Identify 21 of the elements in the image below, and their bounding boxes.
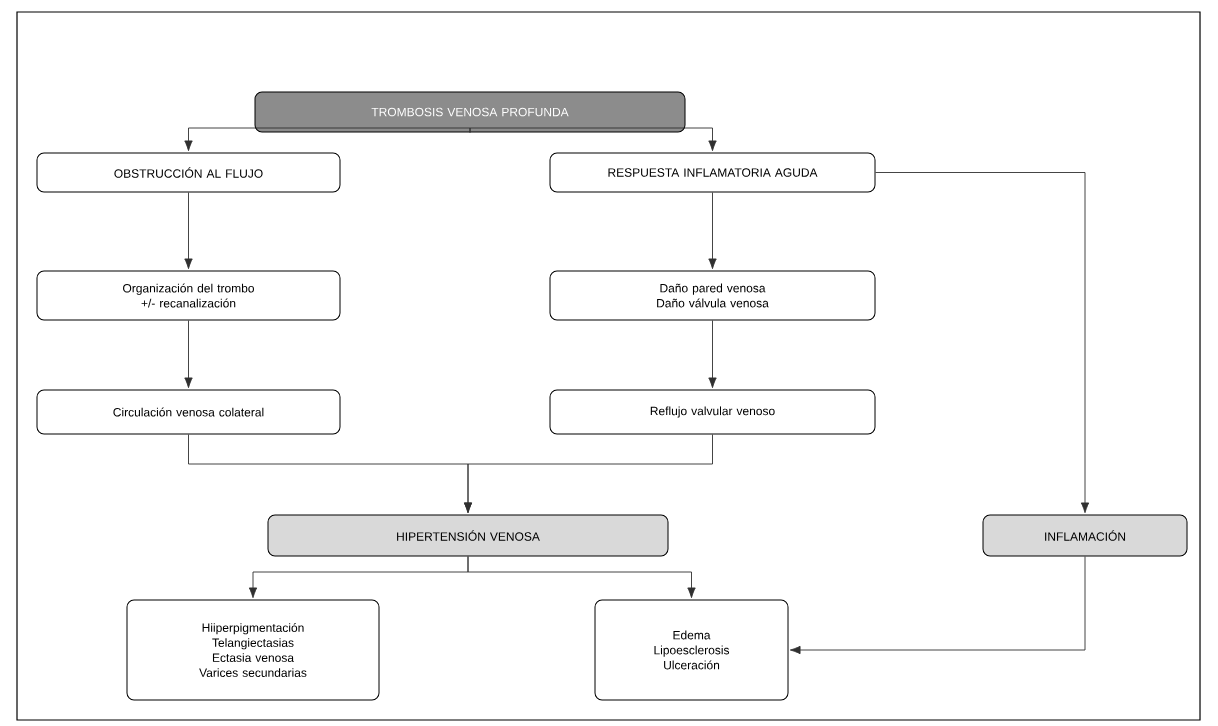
arrow xyxy=(184,127,471,152)
arrow xyxy=(467,556,696,599)
process-box: RESPUESTA INFLAMATORIA AGUDA xyxy=(549,152,876,193)
arrow xyxy=(789,556,1086,655)
arrow xyxy=(708,192,717,270)
arrow xyxy=(708,320,717,389)
arrow xyxy=(184,320,193,389)
process-box: Circulación venosa colateral xyxy=(36,389,341,435)
arrow xyxy=(184,192,193,270)
process-box: OBSTRUCCIÓN AL FLUJO xyxy=(36,152,341,193)
outcome-box: INFLAMACIÓN xyxy=(982,514,1188,557)
process-box: Organización del trombo +/- recanalización xyxy=(36,270,341,321)
arrow xyxy=(875,172,1090,514)
arrow xyxy=(469,127,717,152)
process-box: Daño pared venosa Daño válvula venosa xyxy=(549,270,876,321)
arrow xyxy=(463,434,713,514)
result-box: Edema Lipoesclerosis Ulceración xyxy=(594,599,789,701)
title-box: TROMBOSIS VENOSA PROFUNDA xyxy=(254,91,686,133)
process-box: Reflujo valvular venoso xyxy=(549,389,876,435)
outcome-box: HIPERTENSIÓN VENOSA xyxy=(267,514,669,557)
result-box: Hiiperpigmentación Telangiectasias Ectasia venosa Varices secundarias xyxy=(126,599,380,701)
